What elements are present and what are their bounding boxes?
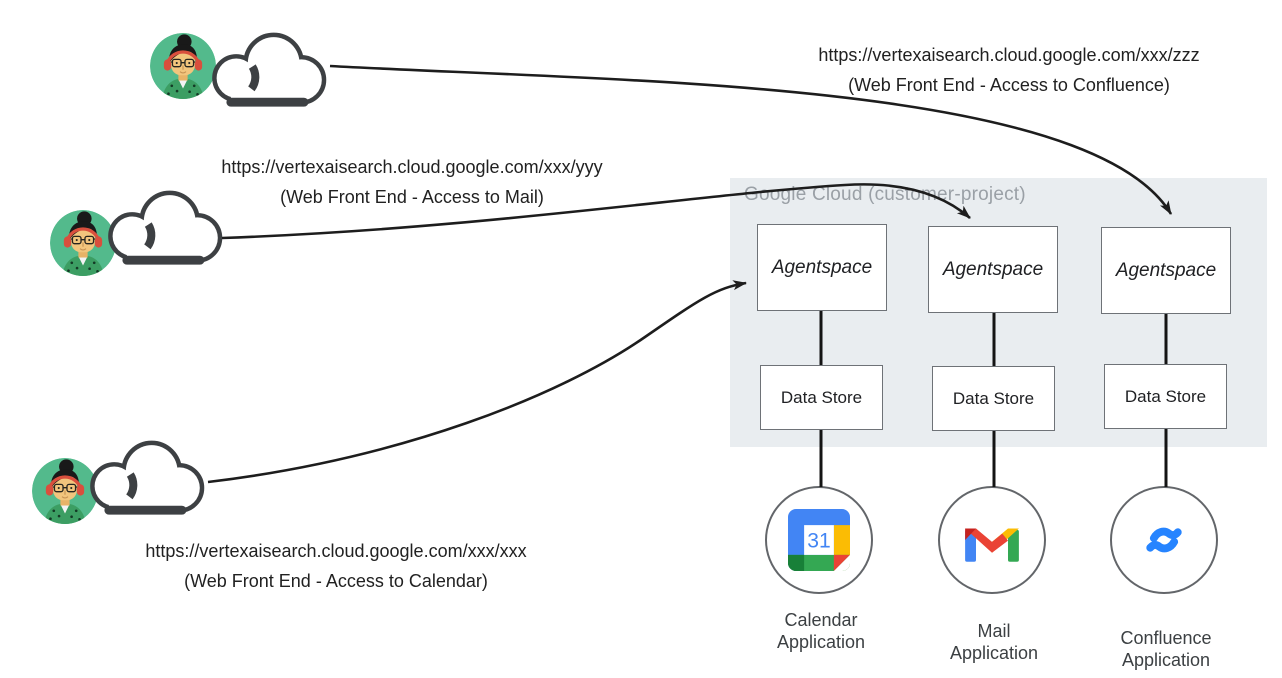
confluence-icon [1146, 527, 1182, 553]
calendar-day-text: 31 [807, 529, 830, 552]
data-store-label: Data Store [1124, 386, 1207, 406]
mail-app-label: Mail Application [949, 621, 1039, 663]
mail-app-circle [938, 486, 1046, 594]
agentspace-box-confluence: Agentspace [1101, 227, 1231, 314]
agentspace-label: Agentspace [1115, 259, 1217, 281]
request-caption: (Web Front End - Access to Mail) [280, 187, 544, 207]
calendar-app-circle: 31 [765, 486, 873, 594]
request-url: https://vertexaisearch.cloud.google.com/… [221, 157, 603, 177]
google-calendar-icon: 31 [788, 509, 850, 571]
agentspace-label: Agentspace [942, 258, 1044, 280]
agentspace-box-mail: Agentspace [928, 226, 1058, 313]
request-caption: (Web Front End - Access to Calendar) [184, 571, 488, 591]
cloud-icon [100, 188, 234, 270]
request-url: https://vertexaisearch.cloud.google.com/… [145, 541, 527, 561]
data-store-label: Data Store [952, 388, 1035, 408]
data-store-box-confluence: Data Store [1104, 364, 1227, 429]
request-calendar: https://vertexaisearch.cloud.google.com/… [110, 536, 562, 596]
google-cloud-label: Google Cloud (customer-project) [744, 184, 1026, 205]
calendar-app-label: Calendar Application [776, 610, 866, 652]
request-url: https://vertexaisearch.cloud.google.com/… [818, 45, 1200, 65]
cloud-icon [204, 30, 338, 112]
agentspace-label: Agentspace [771, 256, 873, 278]
cloud-icon [82, 438, 216, 520]
confluence-app-label: Confluence Application [1120, 628, 1212, 670]
data-store-box-mail: Data Store [932, 366, 1055, 431]
data-store-box-calendar: Data Store [760, 365, 883, 430]
request-caption: (Web Front End - Access to Confluence) [848, 75, 1170, 95]
request-mail: https://vertexaisearch.cloud.google.com/… [186, 152, 638, 212]
data-store-label: Data Store [780, 387, 863, 407]
arrow-user3-to-agentspace1 [207, 280, 747, 484]
request-confluence: https://vertexaisearch.cloud.google.com/… [783, 40, 1235, 100]
confluence-app-circle [1110, 486, 1218, 594]
gmail-icon [965, 528, 1019, 562]
agentspace-box-calendar: Agentspace [757, 224, 887, 311]
